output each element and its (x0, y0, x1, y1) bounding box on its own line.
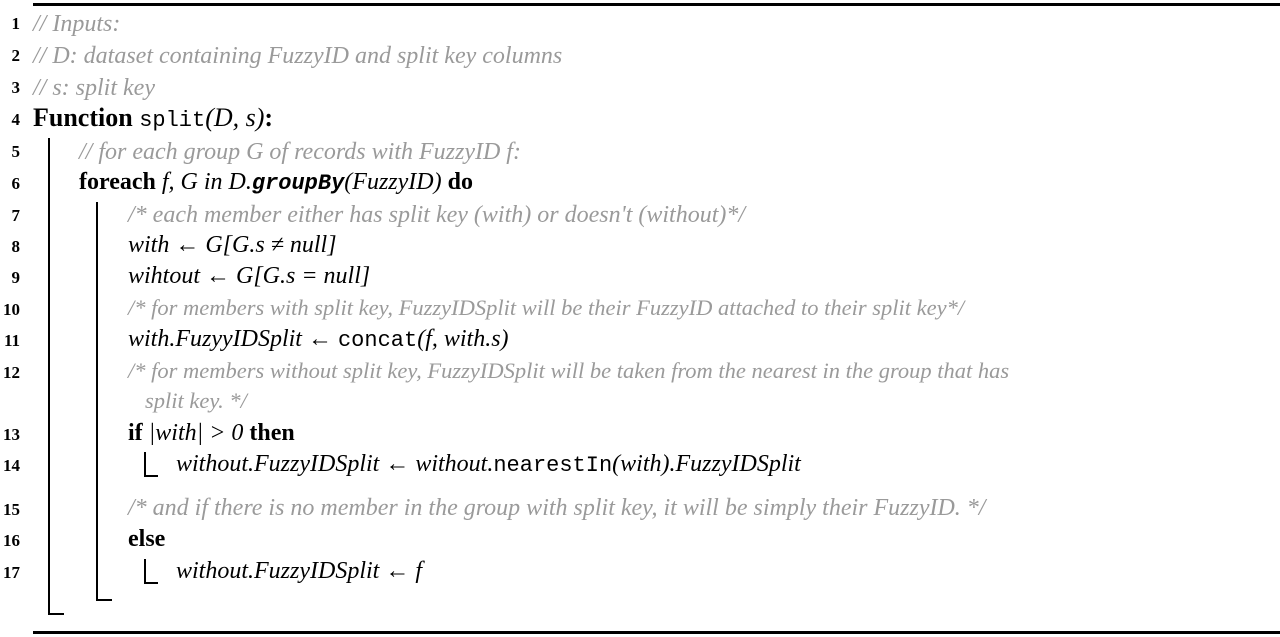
statement-without-f: without.FuzzyIDSplit ← f (176, 558, 422, 584)
line-number: 10 (3, 300, 20, 319)
line-number: 17 (3, 563, 20, 582)
keyword-else: else (128, 526, 166, 552)
line-number: 15 (3, 500, 20, 519)
line-number: 13 (3, 425, 20, 444)
comment-members-with-split-key: /* for members with split key, FuzzyIDSp… (128, 295, 965, 320)
foreach-block-guide (96, 202, 98, 600)
comment-no-member: /* and if there is no member in the grou… (128, 495, 986, 521)
bottom-rule (33, 631, 1280, 634)
line-number: 6 (11, 174, 21, 193)
else-block-guide (144, 559, 146, 583)
if-statement: if |with| > 0 then (128, 418, 295, 448)
line-number: 12 (3, 363, 20, 382)
top-rule (33, 3, 1280, 6)
nearest-target: without.FuzzyIDSplit ← without. (176, 451, 494, 477)
line-number: 7 (11, 206, 21, 225)
line-number: 14 (3, 456, 20, 475)
concat-args: (f, with.s) (417, 326, 509, 352)
foreach-block-end (96, 599, 112, 601)
statement-with: with ← G[G.s ≠ null] (128, 232, 337, 258)
line-number: 2 (11, 46, 21, 65)
comment-inputs: // Inputs: (33, 11, 121, 37)
statement-concat: with.FuzyyIDSplit ← concat(f, with.s) (128, 324, 509, 356)
function-block-guide (48, 138, 50, 614)
comment-dataset: // D: dataset containing FuzzyID and spl… (33, 43, 563, 69)
function-block-end (48, 613, 64, 615)
function-name-nearestin: nearestIn (493, 453, 613, 478)
line-number: 5 (11, 142, 21, 161)
if-condition: |with| > 0 (148, 420, 244, 446)
line-number: 8 (11, 237, 21, 256)
nearest-args: (with).FuzzyIDSplit (612, 451, 801, 477)
keyword-foreach: foreach (79, 169, 156, 195)
foreach-vars: f, G in D. (161, 169, 252, 195)
if-block-end (144, 475, 158, 477)
concat-target: with.FuzyyIDSplit ← (128, 326, 338, 352)
function-name-concat: concat (337, 328, 418, 353)
line-number: 11 (3, 331, 20, 350)
comment-members-without-split-key: /* for members without split key, FuzzyI… (128, 358, 1010, 383)
function-args: (D, s) (205, 103, 265, 132)
comment-for-each-group: // for each group G of records with Fuzz… (79, 139, 521, 165)
keyword-then: then (249, 420, 295, 446)
else-block-end (144, 582, 158, 584)
line-number: 4 (11, 110, 21, 129)
foreach-args: (FuzzyID) (344, 169, 442, 195)
line-number: 9 (11, 268, 21, 287)
function-declaration: Function split(D, s): (33, 103, 273, 136)
line-number: 1 (11, 14, 21, 33)
function-colon: : (264, 103, 274, 132)
function-name-split: split (139, 108, 206, 133)
keyword-function: Function (33, 103, 133, 132)
function-name-groupby: groupBy (251, 171, 345, 196)
line-number: 3 (11, 78, 21, 97)
comment-each-member: /* each member either has split key (wit… (128, 202, 746, 228)
statement-without: wihtout ← G[G.s = null] (128, 263, 371, 289)
line-number: 16 (3, 531, 20, 550)
comment-split-key: // s: split key (33, 75, 155, 101)
statement-nearest-in: without.FuzzyIDSplit ← without.nearestIn… (176, 449, 801, 481)
foreach-statement: foreach f, G in D.groupBy(FuzzyID) do (79, 167, 473, 199)
comment-members-without-split-key-cont: split key. */ (145, 388, 247, 413)
keyword-if: if (128, 420, 143, 446)
keyword-do: do (447, 169, 473, 195)
if-block-guide (144, 452, 146, 476)
